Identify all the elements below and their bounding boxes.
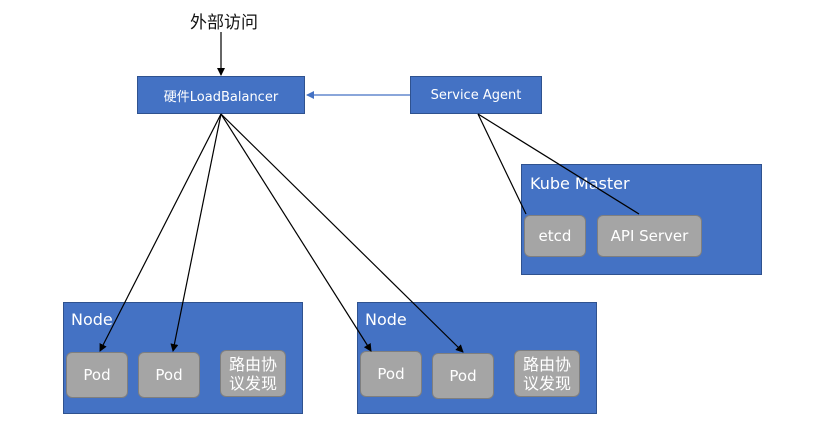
etcd-label: etcd (538, 227, 572, 245)
etcd-box: etcd (524, 215, 586, 257)
node-title-1: Node (71, 310, 113, 329)
pod-label-2b: Pod (449, 367, 477, 385)
pod-label-1b: Pod (155, 366, 183, 384)
kube-master-box: Kube Master etcd API Server (521, 164, 762, 275)
routing-discovery-line2-1: 议发现 (228, 373, 277, 393)
lb-to-pod-1a-arrow (99, 113, 222, 352)
pod-box-1b: Pod (138, 352, 200, 398)
node-box-1: Node Pod Pod 路由协 议发现 (63, 302, 303, 414)
api-server-label: API Server (610, 227, 689, 245)
load-balancer-label: 硬件LoadBalancer (163, 89, 279, 105)
api-server-box: API Server (597, 215, 702, 257)
routing-discovery-line1-1: 路由协 (228, 354, 277, 374)
routing-discovery-line1-2: 路由协 (522, 354, 571, 374)
routing-discovery-line2-2: 议发现 (522, 373, 571, 393)
kube-master-title: Kube Master (530, 174, 630, 193)
pod-box-2a: Pod (360, 351, 422, 397)
node-box-2: Node Pod Pod 路由协 议发现 (357, 302, 597, 414)
pod-label-2a: Pod (377, 365, 405, 383)
service-agent-box: Service Agent (410, 76, 542, 114)
pod-box-2b: Pod (432, 353, 494, 399)
agent-to-etcd-line (477, 113, 527, 215)
load-balancer-box: 硬件LoadBalancer (137, 76, 305, 114)
external-access-label: 外部访问 (190, 13, 258, 33)
lb-to-pod-2a-arrow (220, 113, 372, 352)
agent-to-api-server-line (477, 113, 640, 215)
pod-label-1a: Pod (83, 366, 111, 384)
service-agent-label: Service Agent (430, 87, 522, 103)
routing-discovery-box-1: 路由协 议发现 (220, 350, 286, 397)
node-title-2: Node (365, 310, 407, 329)
lb-to-pod-1b-arrow (170, 113, 222, 352)
lb-to-pod-2b-arrow (220, 113, 464, 353)
routing-discovery-box-2: 路由协 议发现 (514, 350, 580, 397)
pod-box-1a: Pod (66, 352, 128, 398)
